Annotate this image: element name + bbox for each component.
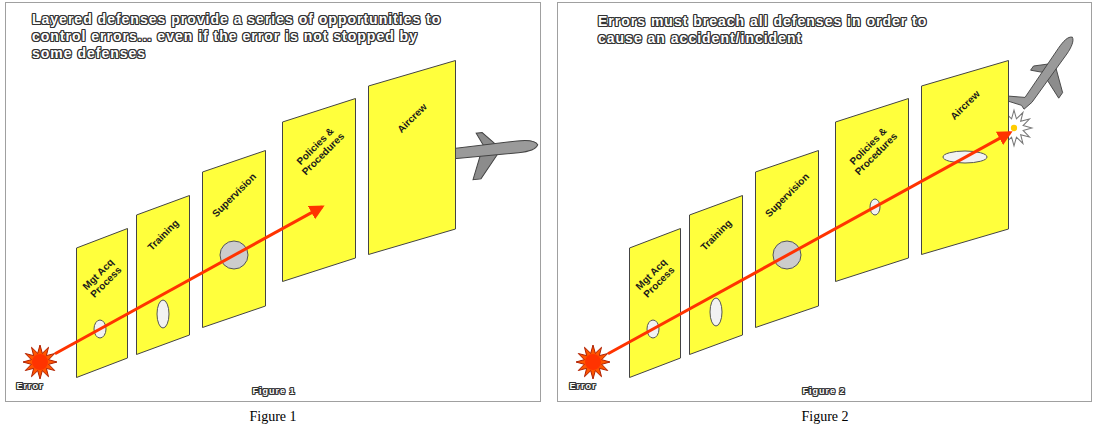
airplane-body xyxy=(1005,26,1091,124)
layer-shape xyxy=(76,228,128,378)
explosion-core xyxy=(1011,125,1017,131)
figure-caption: Figure 2 xyxy=(801,408,848,425)
layer-plate xyxy=(756,151,819,328)
layer-plate xyxy=(836,99,909,282)
defense-layer: Training xyxy=(689,195,743,355)
defense-layer: Policies & Procedures xyxy=(282,98,356,282)
sun-core xyxy=(585,354,601,370)
error-trajectory xyxy=(608,133,1010,354)
sun-star xyxy=(576,345,610,379)
figure-tag: Figure 2 xyxy=(802,386,845,397)
defense-layer: Mgt Acq Process xyxy=(76,228,128,378)
defense-layer: Policies & Procedures xyxy=(835,98,909,282)
layer-plate xyxy=(369,61,456,255)
layer-hole xyxy=(157,300,169,328)
layer-shape xyxy=(629,228,681,378)
figure-caption: Figure 1 xyxy=(249,408,296,425)
layer-shape xyxy=(136,195,190,355)
defense-layer: Mgt Acq Process xyxy=(629,228,681,378)
sun-core xyxy=(32,354,48,370)
defense-layer: Supervision xyxy=(755,150,819,328)
layer-shape xyxy=(368,60,456,255)
error-sun xyxy=(576,345,610,379)
figure-heading: Layered defenses provide a series of opp… xyxy=(32,11,452,62)
defense-layer: Training xyxy=(136,195,190,355)
layer-shape xyxy=(835,98,909,282)
error-trajectory xyxy=(55,207,322,354)
sun-star xyxy=(23,345,57,379)
error-sun xyxy=(23,345,57,379)
layer-hole xyxy=(710,298,722,326)
layer-plate xyxy=(690,196,743,355)
layer-plate xyxy=(630,229,681,378)
layer-shape xyxy=(689,195,743,355)
figure-heading: Errors must breach all defenses in order… xyxy=(598,13,948,47)
figure-frame: Errors must breach all defenses in order… xyxy=(557,2,1092,402)
layer-plate xyxy=(203,151,266,328)
error-label: Error xyxy=(569,381,596,392)
defense-layer: Aircrew xyxy=(368,60,456,255)
defense-layer: Supervision xyxy=(202,150,266,328)
figure-frame: Layered defenses provide a series of opp… xyxy=(5,2,541,402)
layer-plate xyxy=(77,229,128,378)
figure-tag: Figure 1 xyxy=(252,386,295,397)
layer-plate xyxy=(137,196,190,355)
airplane xyxy=(1005,26,1091,124)
error-label: Error xyxy=(16,381,43,392)
layer-shape xyxy=(282,98,356,282)
layer-plate xyxy=(283,99,356,282)
